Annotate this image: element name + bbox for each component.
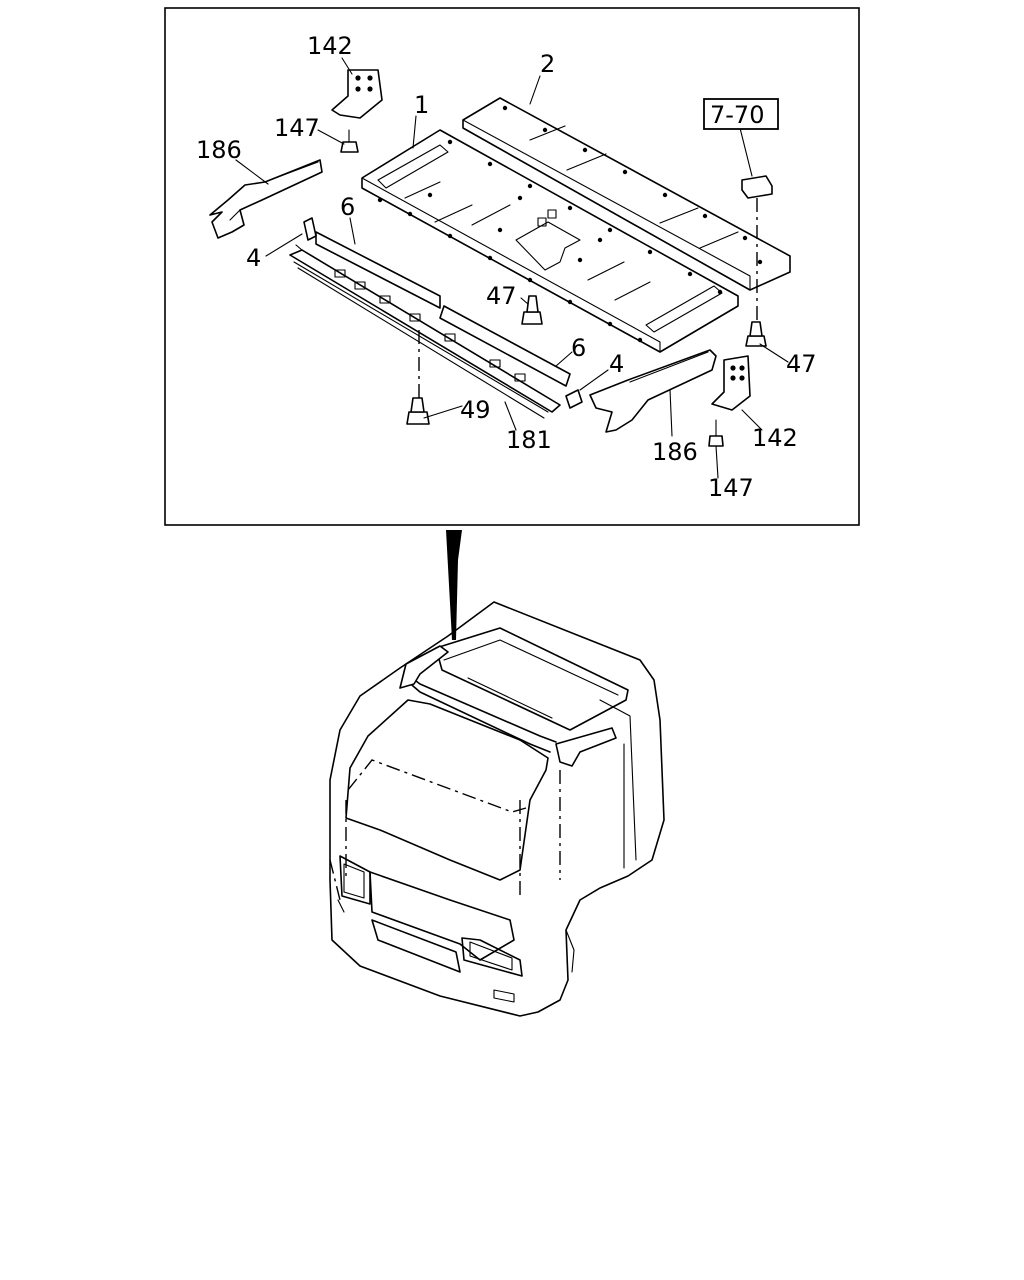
roof-panel-1 [361,129,739,353]
callout-4-right: 4 [609,350,624,378]
callout-147-top: 147 [274,114,320,142]
reference-label-7-70: 7-70 [710,101,764,129]
callout-1: 1 [414,91,429,119]
callout-6-right: 6 [571,334,586,362]
truck-cab-overview [329,601,665,1017]
callout-142-right: 142 [752,424,798,452]
corner-trim-186-right [589,349,717,433]
clip-47-mid [521,295,543,325]
bracket-142-top [331,69,383,119]
roof-panel-2 [462,97,791,291]
detail-frame [164,7,860,526]
strip-6-right [439,305,571,387]
callout-4-left: 4 [246,244,261,272]
clip-49 [406,397,430,425]
callout-47-mid: 47 [486,282,517,310]
clip-4-left [303,217,317,241]
reference-box-7-70: 7-70 [703,98,779,130]
callout-181: 181 [506,426,552,454]
front-rail-181 [289,244,561,419]
pointer-wedge [446,530,462,640]
callout-142-top: 142 [307,32,353,60]
connector-7-70 [741,175,773,199]
leader-lines [235,57,789,479]
bracket-142-right [711,355,751,411]
callout-6-left: 6 [340,193,355,221]
screw-147-right [708,419,724,447]
callout-186-right: 186 [652,438,698,466]
screw-147-top [340,129,359,153]
callout-147-right: 147 [708,474,754,502]
callout-2: 2 [540,50,555,78]
clip-47-right [745,321,767,347]
callout-47-right: 47 [786,350,817,378]
callout-186-left: 186 [196,136,242,164]
clip-4-right [565,389,583,409]
corner-trim-186-left [209,159,323,239]
strip-6-left [315,231,441,309]
callout-49: 49 [460,396,491,424]
